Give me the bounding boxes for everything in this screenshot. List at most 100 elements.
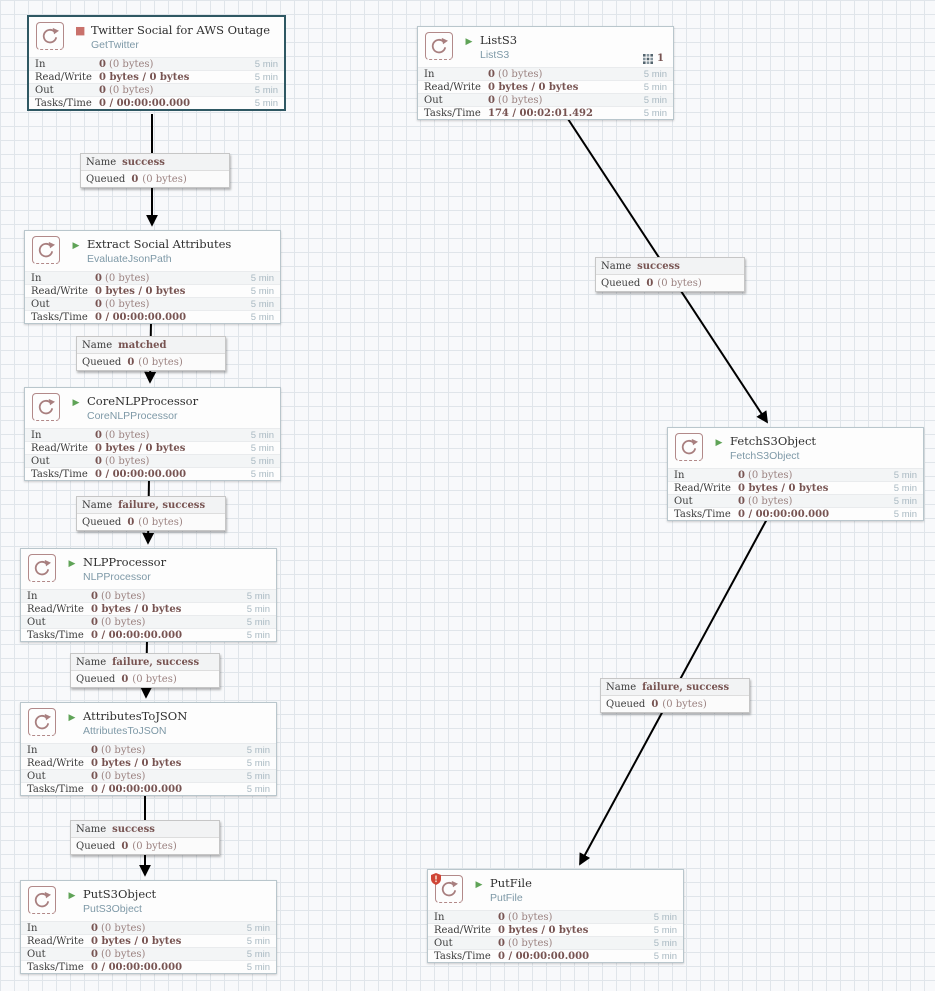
processor-type: ListS3 xyxy=(480,49,510,61)
processor-titles: ListS3 ListS3 xyxy=(464,32,517,61)
processor-type: PutFile xyxy=(490,892,523,904)
processor-icon xyxy=(28,708,56,736)
processor-attributestojson[interactable]: AttributesToJSON AttributesToJSON In0(0 … xyxy=(20,702,277,796)
processor-header: Extract Social Attributes EvaluateJsonPa… xyxy=(25,231,280,271)
processor-icon xyxy=(28,886,56,914)
processor-header: FetchS3Object FetchS3Object xyxy=(668,428,923,468)
processor-header: Twitter Social for AWS Outage GetTwitter xyxy=(29,17,284,57)
processor-corenlpprocessor[interactable]: CoreNLPProcessor CoreNLPProcessor In0(0 … xyxy=(24,387,281,481)
processor-titles: CoreNLPProcessor CoreNLPProcessor xyxy=(71,393,198,422)
processor-lists3[interactable]: ListS3 ListS3 1 In0(0 bytes)5 min Read/W… xyxy=(417,26,674,120)
run-status-icon xyxy=(71,395,81,408)
processor-name: NLPProcessor xyxy=(83,555,167,569)
run-status-icon xyxy=(67,556,77,569)
processor-titles: Twitter Social for AWS Outage GetTwitter xyxy=(75,22,270,51)
processor-icon xyxy=(32,236,60,264)
processor-titles: Extract Social Attributes EvaluateJsonPa… xyxy=(71,236,231,265)
run-status-icon xyxy=(67,710,77,723)
processor-twitter-social-for-aws-outage[interactable]: Twitter Social for AWS Outage GetTwitter… xyxy=(27,15,286,111)
processor-titles: PutS3Object PutS3Object xyxy=(67,886,156,915)
processor-titles: FetchS3Object FetchS3Object xyxy=(714,433,816,462)
processor-putfile[interactable]: PutFile PutFile In0(0 bytes)5 min Read/W… xyxy=(427,869,684,963)
processor-name: PutFile xyxy=(490,876,532,890)
processor-name: FetchS3Object xyxy=(730,434,817,448)
processor-extract-social-attributes[interactable]: Extract Social Attributes EvaluateJsonPa… xyxy=(24,230,281,324)
processor-type: PutS3Object xyxy=(83,903,142,915)
processor-puts3object[interactable]: PutS3Object PutS3Object In0(0 bytes)5 mi… xyxy=(20,880,277,974)
run-status-icon xyxy=(464,34,474,47)
processor-type: FetchS3Object xyxy=(730,450,800,462)
processor-type: GetTwitter xyxy=(91,39,139,51)
stop-status-icon xyxy=(75,24,85,36)
processor-icon xyxy=(36,22,64,50)
processor-titles: PutFile PutFile xyxy=(474,875,532,904)
processor-icon xyxy=(435,875,463,903)
restricted-icon xyxy=(431,872,441,890)
processor-type: CoreNLPProcessor xyxy=(87,410,178,422)
run-status-icon xyxy=(474,877,484,890)
processor-name: Extract Social Attributes xyxy=(87,237,232,251)
processor-header: NLPProcessor NLPProcessor xyxy=(21,549,276,589)
run-status-icon xyxy=(714,435,724,448)
processor-type: EvaluateJsonPath xyxy=(87,253,172,265)
processor-header: PutS3Object PutS3Object xyxy=(21,881,276,921)
processor-header: CoreNLPProcessor CoreNLPProcessor xyxy=(25,388,280,428)
processor-icon xyxy=(32,393,60,421)
active-threads-badge: 1 xyxy=(643,53,664,64)
threads-grid-icon xyxy=(643,53,654,64)
run-status-icon xyxy=(71,238,81,251)
processor-type: AttributesToJSON xyxy=(83,725,167,737)
processor-type: NLPProcessor xyxy=(83,571,151,583)
processor-nlpprocessor[interactable]: NLPProcessor NLPProcessor In0(0 bytes)5 … xyxy=(20,548,277,642)
run-status-icon xyxy=(67,888,77,901)
processor-fetchs3object[interactable]: FetchS3Object FetchS3Object In0(0 bytes)… xyxy=(667,427,924,521)
processor-titles: NLPProcessor NLPProcessor xyxy=(67,554,166,583)
